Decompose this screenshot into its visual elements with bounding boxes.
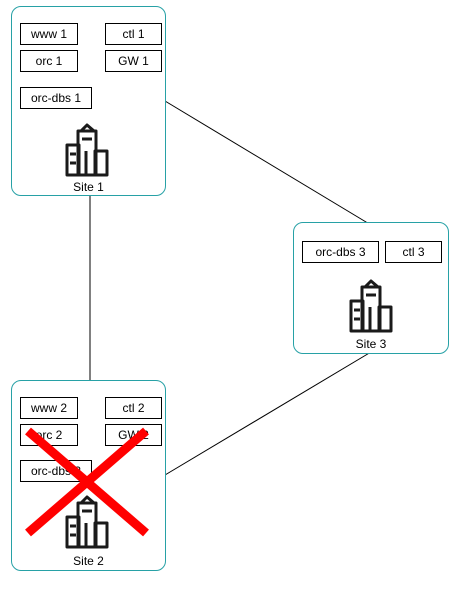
node-gw-1[interactable]: GW 1	[105, 50, 162, 72]
site-label: Site 1	[73, 180, 104, 194]
office-building-icon	[64, 493, 114, 549]
site-2-box[interactable]: www 2 ctl 2 orc 2 GW 2 orc-dbs 2 Site 2	[11, 380, 166, 571]
failure-cross-icon	[20, 423, 154, 541]
site-label: Site 3	[355, 337, 387, 351]
node-orc-1[interactable]: orc 1	[20, 50, 78, 72]
office-building-icon	[64, 121, 114, 177]
site-3-box[interactable]: orc-dbs 3 ctl 3 Site 3	[293, 222, 449, 354]
node-ctl-3[interactable]: ctl 3	[385, 241, 442, 263]
link-site2-site3	[164, 351, 372, 476]
node-ctl-1[interactable]: ctl 1	[105, 23, 162, 45]
node-www-1[interactable]: www 1	[20, 23, 78, 45]
node-www-2[interactable]: www 2	[20, 397, 78, 419]
link-site1-site3	[164, 100, 372, 226]
site-1-box[interactable]: www 1 ctl 1 orc 1 GW 1 orc-dbs 1 Site 1	[11, 6, 166, 196]
office-building-icon	[348, 277, 398, 333]
node-orc-dbs-1[interactable]: orc-dbs 1	[20, 87, 92, 109]
node-orc-dbs-3[interactable]: orc-dbs 3	[302, 241, 379, 263]
site-label: Site 2	[73, 554, 104, 568]
node-ctl-2[interactable]: ctl 2	[105, 397, 162, 419]
